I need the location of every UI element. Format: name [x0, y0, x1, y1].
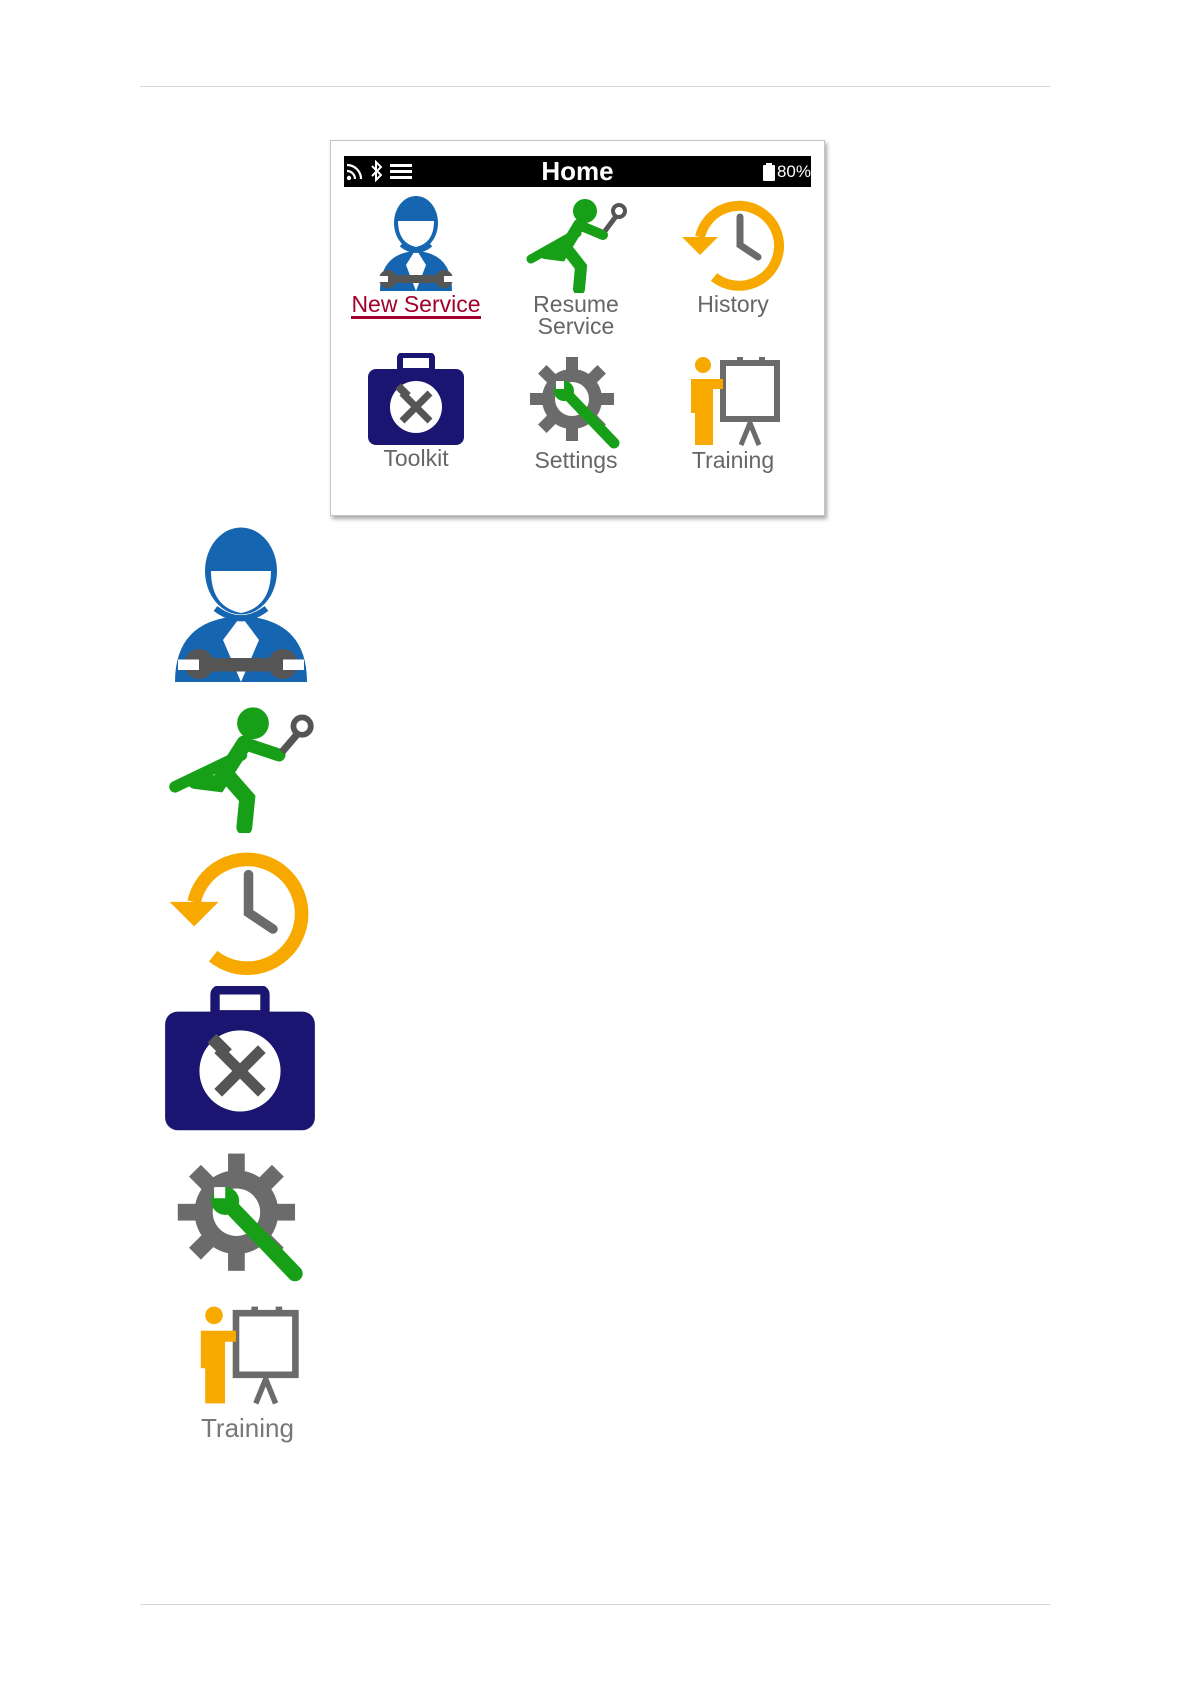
training-presenter-icon	[683, 353, 783, 449]
battery-icon	[763, 163, 775, 181]
running-man-icon	[521, 193, 631, 293]
bottom-rule	[140, 1604, 1050, 1605]
history-clock-icon	[678, 193, 788, 293]
training-presenter-icon	[192, 1302, 302, 1408]
toolkit-case-icon	[366, 353, 466, 447]
battery-indicator: 80%	[763, 162, 811, 182]
tile-label: Training	[658, 449, 808, 471]
battery-level: 80%	[777, 162, 811, 182]
mechanic-icon	[366, 193, 466, 293]
tile-sublabel: Service	[501, 315, 651, 337]
screen-title: Home	[344, 157, 811, 186]
tile-settings[interactable]: Settings	[501, 353, 651, 471]
tile-label: Settings	[501, 449, 651, 471]
device-screen: Home 80% New Service	[330, 140, 825, 516]
tile-label: New Service	[351, 293, 480, 319]
tile-label: History	[658, 293, 808, 315]
history-clock-icon	[164, 842, 314, 978]
running-man-icon	[160, 703, 320, 833]
tile-resume-service[interactable]: Resume Service	[501, 193, 651, 337]
tile-toolkit[interactable]: Toolkit	[341, 353, 491, 469]
status-bar: Home 80%	[344, 156, 811, 187]
top-rule	[140, 86, 1050, 87]
tile-training[interactable]: Training	[658, 353, 808, 471]
tile-label: Toolkit	[341, 447, 491, 469]
tile-new-service[interactable]: New Service	[341, 193, 491, 319]
settings-gear-wrench-icon	[172, 1148, 312, 1282]
mechanic-icon	[166, 526, 316, 694]
toolkit-case-icon	[162, 986, 318, 1134]
tile-history[interactable]: History	[658, 193, 808, 315]
training-label: Training	[201, 1413, 294, 1444]
settings-gear-wrench-icon	[526, 353, 626, 449]
tile-label: Resume	[501, 293, 651, 315]
